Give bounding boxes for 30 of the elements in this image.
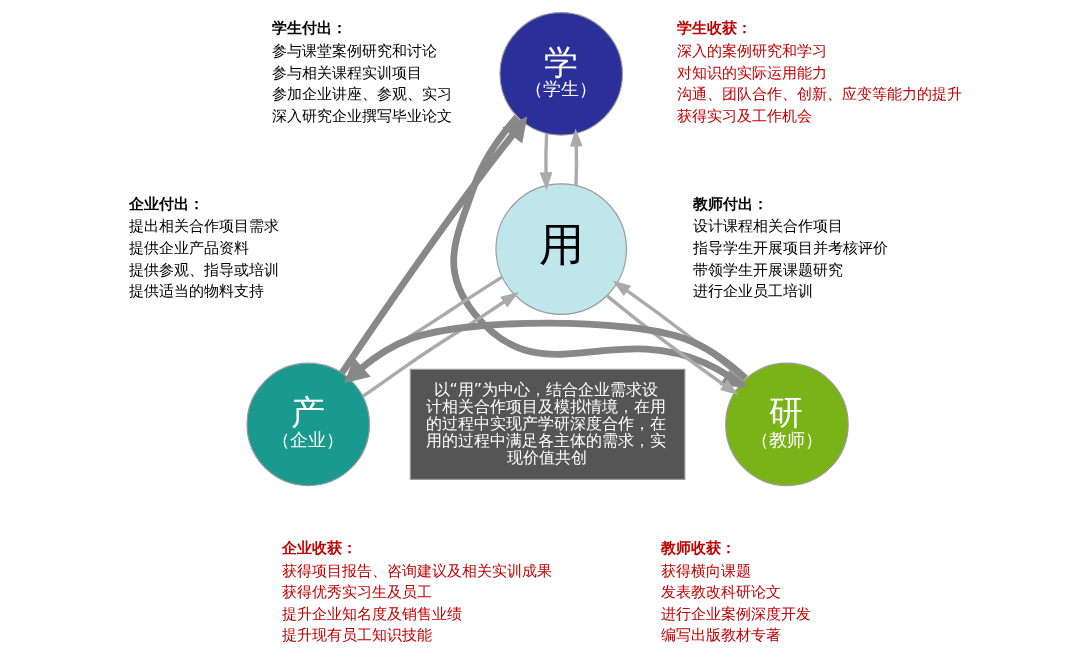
- node-label: 深入的案例研究和学习: [676, 42, 827, 60]
- node-label: 获得项目报告、咨询建议及相关实训成果: [281, 561, 552, 579]
- node-label: 沟通、团队合作、创新、应变等能力的提升: [676, 85, 962, 103]
- node-label: 提升企业知名度及销售业绩: [281, 604, 462, 622]
- node-label: 提升现有员工知识技能: [281, 626, 432, 644]
- node-label: 提供参观、指导或培训: [128, 260, 279, 278]
- node-label: 教师付出：: [692, 194, 768, 212]
- node-label: 参与相关课程实训项目: [271, 63, 422, 81]
- node-label: 企业收获：: [281, 539, 357, 557]
- node-label: 对知识的实际运用能力: [676, 63, 827, 81]
- node-label: 发表教改科研论文: [660, 583, 781, 601]
- node-label: 企业付出：: [128, 194, 204, 212]
- node-label: 设计课程相关合作项目: [692, 217, 843, 235]
- node-label: 参与课堂案例研究和讨论: [271, 42, 437, 60]
- node-label: 参加企业讲座、参观、实习: [271, 85, 452, 103]
- node-label: 获得实习及工作机会: [676, 106, 812, 124]
- node-label: 编写出版教材专著: [660, 626, 781, 644]
- node-label: 进行企业员工培训: [692, 282, 813, 300]
- node-label: 带领学生开展课题研究: [692, 260, 843, 278]
- node-label: 获得横向课题: [660, 561, 751, 579]
- node-label: 提供适当的物料支持: [128, 282, 264, 300]
- node-label: 教师收获：: [660, 539, 736, 557]
- node-label: 提出相关合作项目需求: [128, 217, 279, 235]
- node-label: 深入研究企业撰写毕业论文: [271, 106, 452, 124]
- node-label: 学生付出：: [271, 19, 347, 37]
- node-label: 指导学生开展项目并考核评价: [692, 238, 888, 256]
- node-label: 进行企业案例深度开发: [660, 604, 811, 622]
- node-label: 学生收获：: [676, 19, 752, 37]
- node-label: 获得优秀实习生及员工: [281, 583, 432, 601]
- node-label: 提供企业产品资料: [128, 238, 249, 256]
